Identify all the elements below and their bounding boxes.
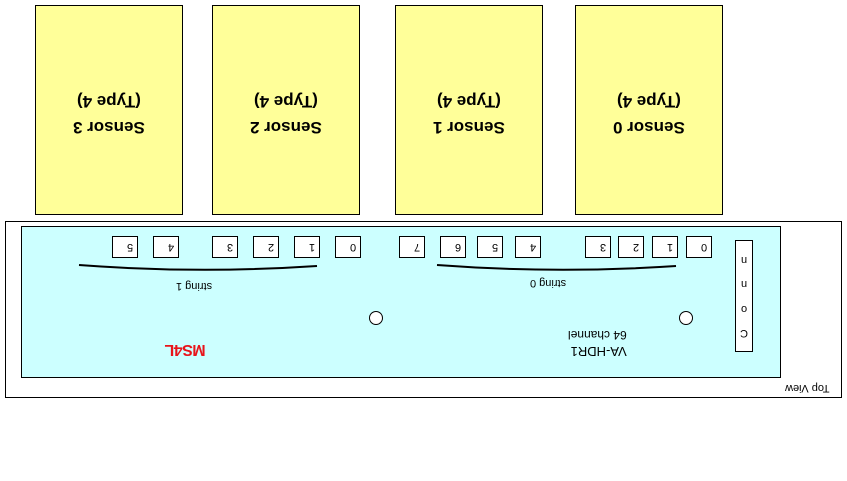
string-0-pin-3: 3 (585, 236, 611, 258)
string-1-pin-5: 5 (112, 236, 138, 258)
string-1-pin-3: 3 (212, 236, 238, 258)
string-0-pin-6: 6 (440, 236, 466, 258)
mounting-hole-left (369, 311, 383, 325)
sensor-1: Sensor 1 (Type 4) (395, 5, 543, 215)
string-0-pin-0: 0 (686, 236, 712, 258)
string-0-pin-4: 4 (515, 236, 541, 258)
sensor-0: Sensor 0 (Type 4) (575, 5, 723, 215)
mounting-hole-right (679, 311, 693, 325)
board-channels: 64 channel (568, 328, 627, 342)
string-1-label: string 1 (176, 280, 213, 292)
connector-letter-4: n (740, 254, 748, 267)
string-0-pin-2: 2 (618, 236, 644, 258)
string-1-bracket (78, 264, 318, 271)
connector-letter-2: o (740, 302, 748, 315)
string-1-pin-1: 1 (294, 236, 320, 258)
board-model: VA-HDR1 (570, 344, 627, 359)
string-0-pin-1: 1 (652, 236, 678, 258)
string-0-pin-5: 5 (477, 236, 503, 258)
brand-logo: MS4L (165, 341, 206, 358)
sensor-3: Sensor 3 (Type 4) (35, 5, 183, 215)
string-1-pin-0: 0 (335, 236, 361, 258)
board-model-block: VA-HDR1 64 channel (568, 327, 627, 359)
string-1-pin-2: 2 (253, 236, 279, 258)
string-0-bracket (436, 264, 677, 271)
connector-letter-1: C (740, 326, 748, 339)
sensor-2: Sensor 2 (Type 4) (212, 5, 360, 215)
string-1-pin-4: 4 (153, 236, 179, 258)
string-0-label: string 0 (530, 277, 567, 289)
connector-letter-3: n (740, 278, 748, 291)
string-0-pin-7: 7 (399, 236, 425, 258)
connector: C o n n (735, 240, 753, 352)
